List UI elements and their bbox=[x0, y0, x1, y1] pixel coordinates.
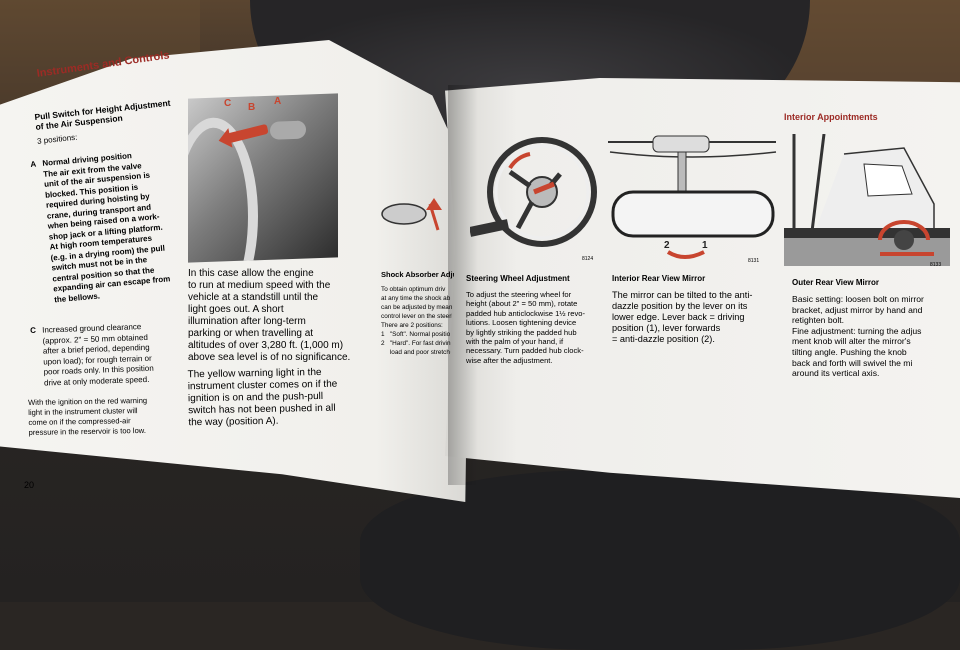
mirror-label-1: 1 bbox=[702, 240, 708, 251]
steering-line: with the palm of your hand, if bbox=[466, 337, 564, 347]
bodyLeft-line: illumination after long-term bbox=[188, 316, 306, 327]
item-c-letter: C bbox=[30, 325, 37, 335]
photo-label-b: B bbox=[248, 102, 256, 113]
shock-paragraph: To obtain optimum driv at any time the sh… bbox=[381, 285, 454, 357]
outer-line: bracket, adjust mirror by hand and bbox=[792, 304, 923, 315]
spine-shadow bbox=[448, 85, 478, 485]
outer-line: tilting angle. Pushing the knob bbox=[792, 346, 907, 357]
bodyLeft-line: above sea level is of no significance. bbox=[188, 352, 351, 363]
outer-line: back and forth will swivel the mi bbox=[792, 357, 913, 368]
shock-line: 1 "Soft". Normal positio bbox=[381, 331, 451, 338]
mirror-line: dazzle position by the lever on its bbox=[612, 301, 748, 311]
outer-line: around its vertical axis. bbox=[792, 368, 880, 379]
mirror-paragraph: The mirror can be tilted to the anti-daz… bbox=[612, 290, 752, 345]
mirror-line: position (1), lever forwards bbox=[612, 323, 721, 333]
photo-arrow bbox=[227, 123, 269, 144]
steering-line: necessary. Turn padded hub clock- bbox=[466, 346, 584, 356]
shock-line: There are 2 positions: bbox=[381, 322, 443, 329]
photo-switch bbox=[270, 120, 306, 140]
shock-line: load and poor stretche bbox=[381, 349, 454, 356]
interior-mirror-diagram bbox=[608, 134, 778, 264]
steering-title: Steering Wheel Adjustment bbox=[466, 274, 570, 283]
bodyLeft-line: altitudes of over 3,280 ft. (1,000 m) bbox=[188, 340, 344, 351]
pull-switch-photo bbox=[188, 93, 338, 263]
shock-line: 2 "Hard". For fast driving bbox=[381, 340, 455, 347]
bodyLeft-line: light goes out. A short bbox=[188, 304, 284, 315]
page-number: 20 bbox=[24, 480, 35, 490]
bodyLeft-line: to run at medium speed with the bbox=[188, 280, 331, 291]
steering-fig-number: 8124 bbox=[582, 256, 594, 262]
steering-line: To adjust the steering wheel for bbox=[466, 290, 572, 299]
item-c-text: Increased ground clearance(approx. 2" = … bbox=[42, 322, 154, 389]
right-page-header: Interior Appointments bbox=[784, 112, 878, 122]
mirror-line: The mirror can be tilted to the anti- bbox=[612, 290, 753, 300]
shock-line: can be adjusted by mean bbox=[381, 304, 453, 311]
shock-line: To obtain optimum driv bbox=[381, 286, 446, 293]
outer-title: Outer Rear View Mirror bbox=[792, 278, 879, 287]
shock-absorber-diagram bbox=[380, 190, 450, 240]
mirror-fig-number: 8131 bbox=[748, 258, 760, 264]
open-book: Instruments and Controls Pull Switch for… bbox=[0, 0, 960, 602]
item-a-letter: A bbox=[30, 159, 37, 169]
outer-line: Basic setting: loosen bolt on mirror bbox=[792, 294, 924, 304]
shock-line: at any time the shock ab bbox=[381, 295, 451, 302]
steering-line: padded hub anticlockwise 1½ revo- bbox=[466, 308, 586, 318]
outer-mirror-diagram bbox=[784, 133, 950, 268]
bodyLeft-line: vehicle at a standstill until the bbox=[188, 292, 319, 303]
mirror-label-2: 2 bbox=[664, 240, 670, 251]
steering-line: lutions. Loosen tightening device bbox=[466, 318, 577, 328]
shock-line: control lever on the steeri bbox=[381, 313, 453, 320]
bodyLeft-line: parking or when travelling at bbox=[188, 328, 314, 339]
mirror-line: = anti-dazzle position (2). bbox=[612, 334, 715, 344]
steering-line: by lightly striking the padded hub bbox=[466, 327, 577, 337]
steering-wheel-diagram bbox=[468, 132, 600, 262]
mirror-title: Interior Rear View Mirror bbox=[612, 274, 706, 283]
steering-line: wise after the adjustment. bbox=[466, 355, 553, 365]
bodyLeft-line: In this case allow the engine bbox=[188, 268, 314, 279]
outer-line: ment knob will alter the mirror's bbox=[792, 336, 911, 347]
outer-line: retighten bolt. bbox=[792, 315, 845, 326]
outer-fig-number: 8133 bbox=[930, 262, 942, 268]
warn-line: pressure in the reservoir is too low. bbox=[28, 425, 147, 437]
mirror-line: lower edge. Lever back = driving bbox=[612, 312, 745, 322]
steering-line: height (about 2" = 50 mm), rotate bbox=[466, 299, 578, 309]
outer-line: Fine adjustment: turning the adjus bbox=[792, 325, 922, 336]
photo-label-a: A bbox=[274, 96, 282, 107]
photo-label-c: C bbox=[224, 98, 232, 109]
